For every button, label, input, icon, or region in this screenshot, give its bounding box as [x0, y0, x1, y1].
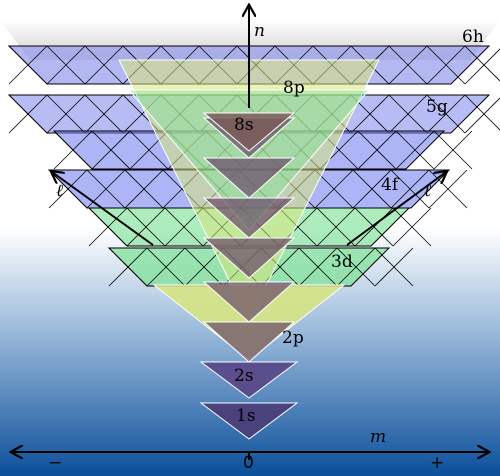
band-4f-inner-lattice [316, 207, 356, 247]
band-3d-lattice [108, 247, 148, 287]
band-4f-inner-lattice [88, 207, 128, 247]
band-5g-lattice [84, 94, 124, 134]
band-5g-inner-lattice [395, 130, 435, 170]
band-6h-lattice [8, 45, 48, 85]
minus-label: − [48, 453, 62, 473]
band-6h-lattice [388, 45, 428, 85]
band-6h-lattice [426, 45, 466, 85]
m-axis-label: m [370, 427, 386, 447]
band-1s [199, 402, 299, 440]
band-3d-lattice [298, 247, 338, 287]
s-cell-4 [202, 281, 296, 323]
plus-label: + [430, 453, 444, 473]
band-4f-lattice [48, 169, 88, 209]
right-l-axis-arrow [346, 172, 446, 246]
s-cell-3 [202, 237, 296, 279]
band-4f-lattice [124, 169, 164, 209]
band-3d-lattice [374, 247, 414, 287]
band-6h-lattice [464, 48, 500, 85]
band-3d-lattice [146, 247, 186, 287]
s-cell-1 [202, 157, 296, 199]
band-5g-inner-lattice [53, 130, 93, 170]
band-4f-inner-lattice [354, 207, 394, 247]
shell-label-2p: 2p [282, 328, 304, 348]
shell-label-8p: 8p [283, 78, 305, 98]
left-l-label: ℓ [56, 181, 63, 201]
band-5g-lattice [464, 97, 500, 134]
band-4f-inner-lattice [126, 207, 166, 247]
band-6h-lattice [46, 45, 86, 85]
shell-label-2s: 2s [234, 366, 254, 386]
band-5g-lattice [46, 94, 86, 134]
band-5g-lattice [388, 94, 428, 134]
band-5g-lattice [426, 94, 466, 134]
band-6h-lattice [84, 45, 124, 85]
shell-label-3d: 3d [331, 252, 353, 272]
shell-label-1s: 1s [236, 406, 256, 426]
band-3d-lattice [336, 247, 376, 287]
n-axis-label: n [254, 21, 265, 41]
band-2s [199, 361, 299, 399]
shell-label-4f: 4f [381, 175, 400, 195]
shell-bands [7, 45, 500, 440]
shell-label-6h: 6h [462, 27, 484, 47]
left-l-axis-arrow [52, 172, 154, 246]
band-4f-inner-lattice [392, 207, 432, 247]
band-5g-inner-lattice [433, 130, 473, 170]
band-4f-lattice [390, 169, 430, 209]
axes [12, 6, 488, 460]
band-5g-inner-lattice [91, 130, 131, 170]
band-4f-lattice [352, 169, 392, 209]
shell-label-8s: 8s [234, 115, 254, 135]
s-cell-5 [202, 321, 296, 363]
right-l-label: ℓ [424, 181, 431, 201]
band-4f-lattice [428, 169, 468, 209]
band-5g-lattice [8, 94, 48, 134]
band-4f-lattice [314, 169, 354, 209]
band-5g-lattice [350, 94, 390, 134]
band-8s [202, 112, 296, 152]
band-5g-inner-lattice [357, 130, 397, 170]
zero-label: 0 [243, 453, 254, 473]
s-cell-2 [202, 197, 296, 239]
shell-label-5g: 5g [426, 97, 448, 117]
